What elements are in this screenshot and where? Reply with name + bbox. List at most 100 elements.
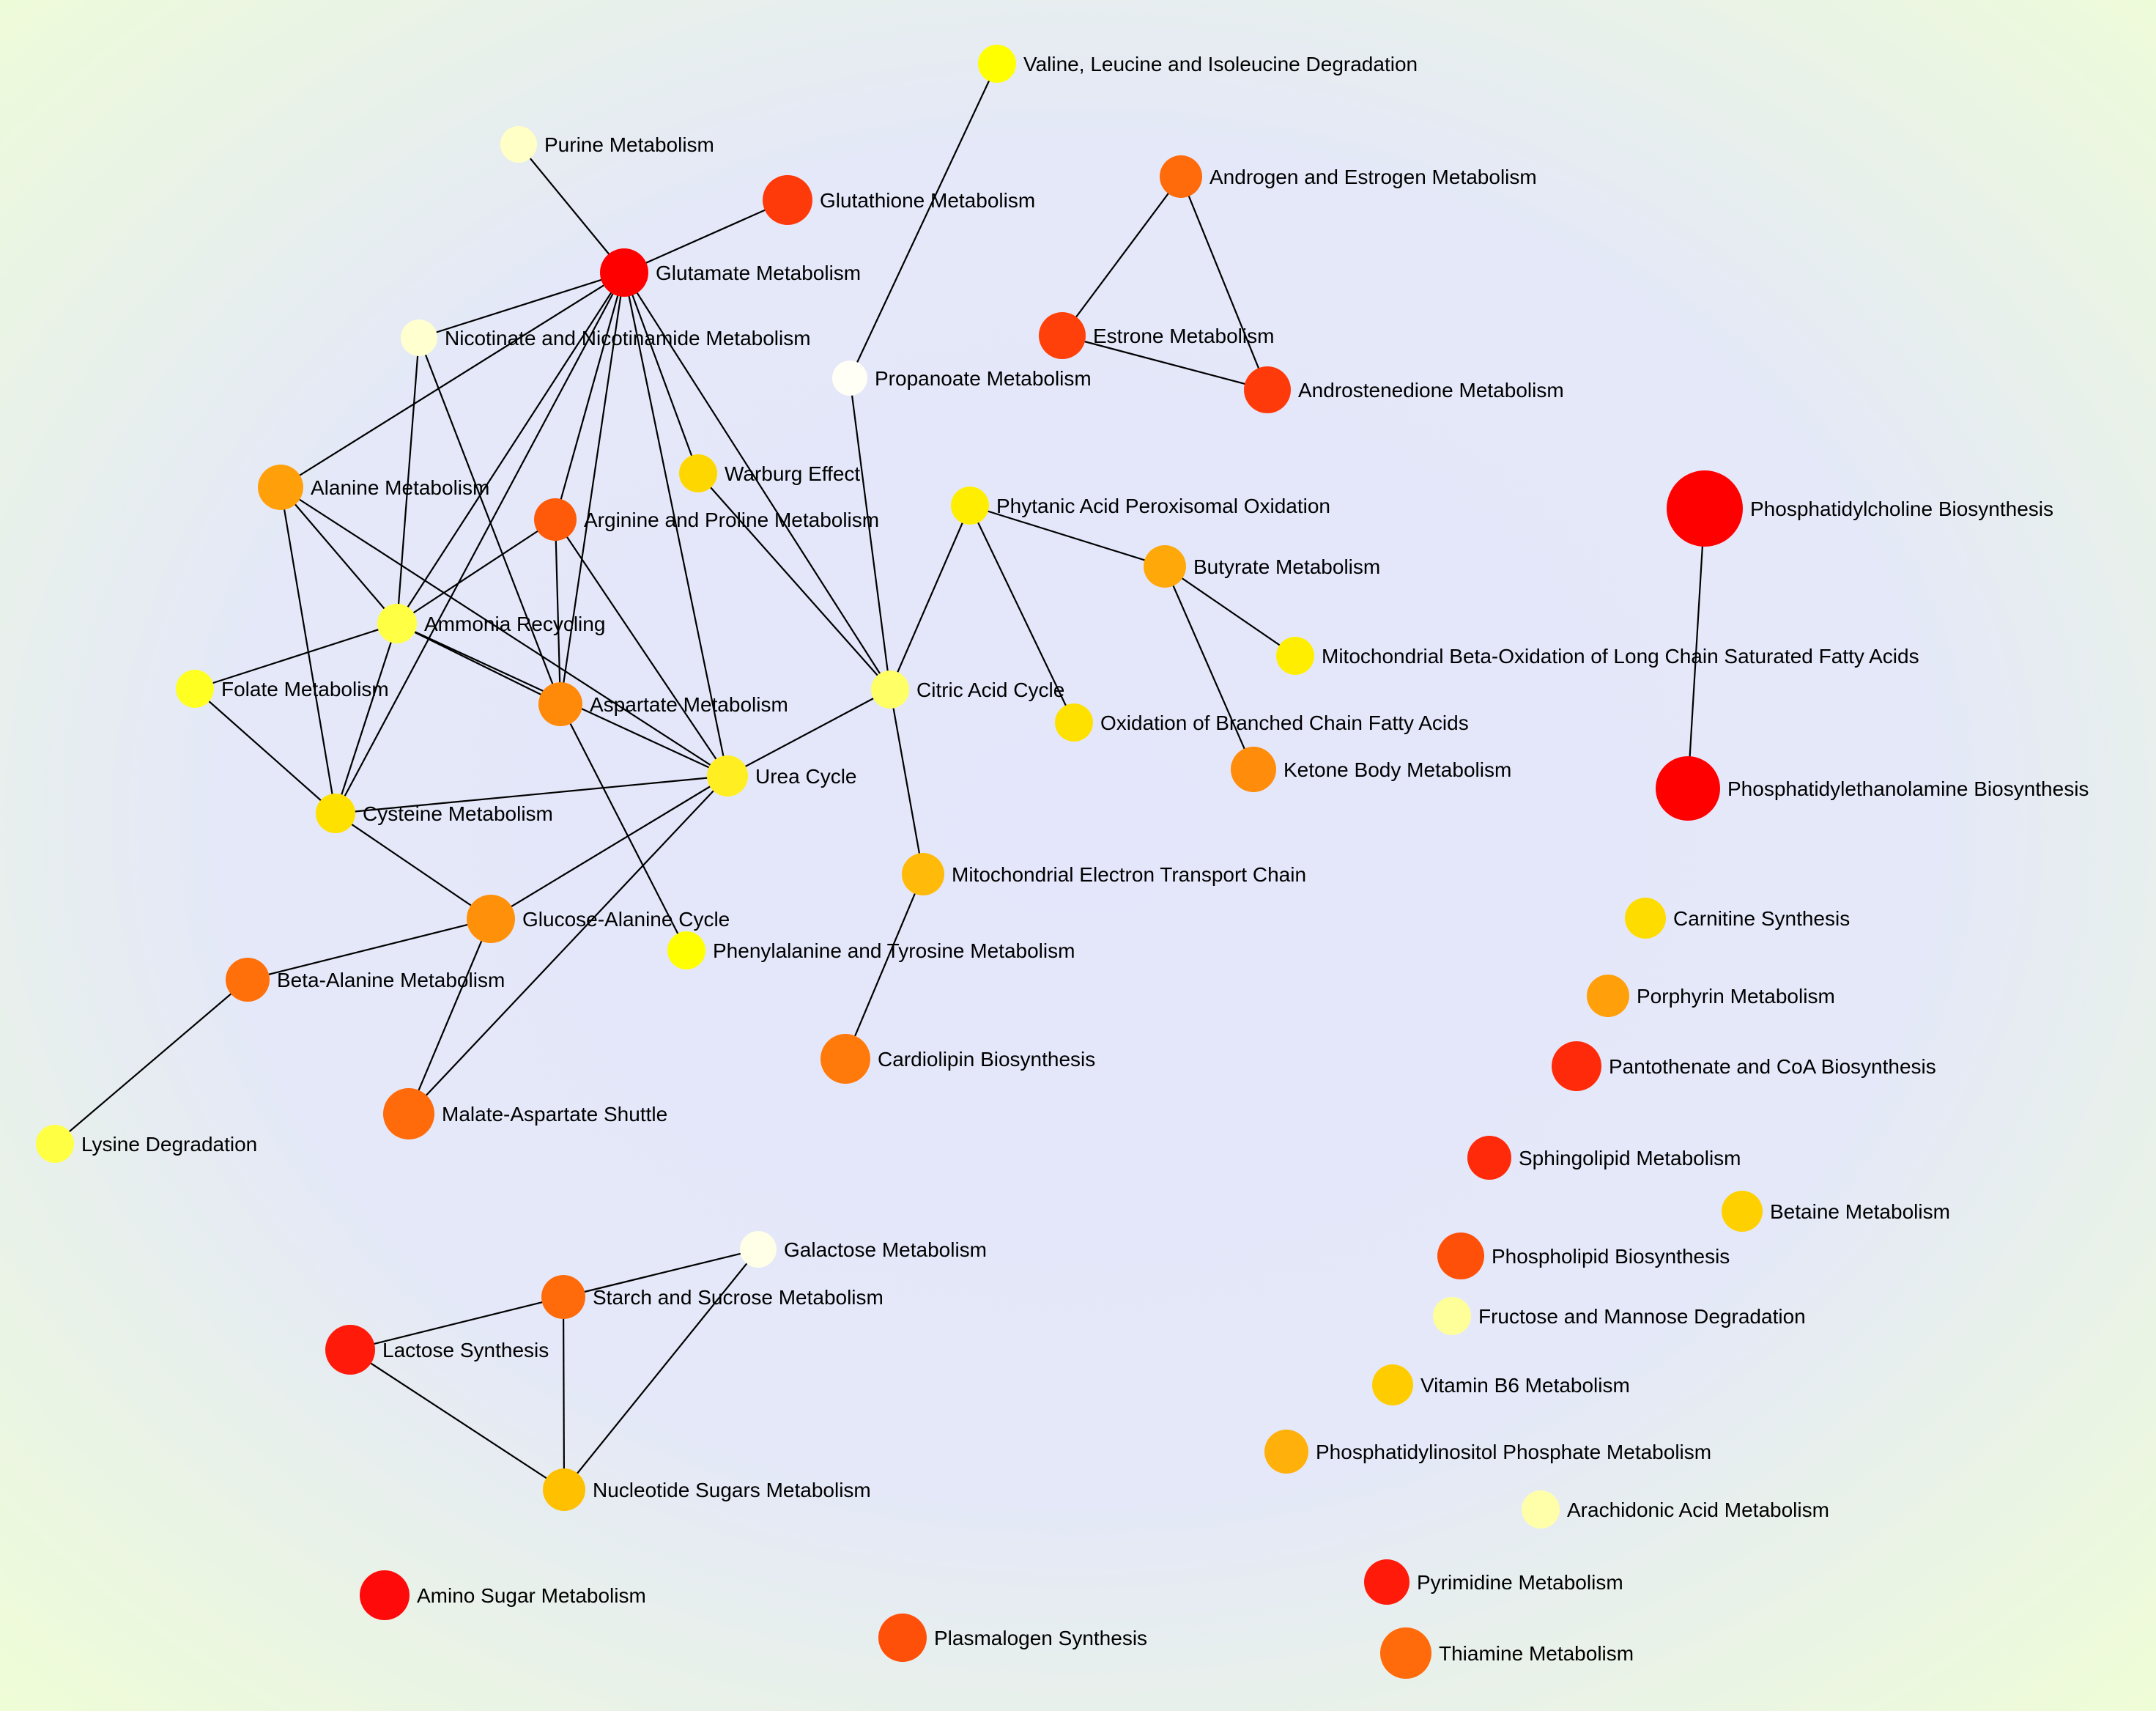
node-phosphatidylethanolamine[interactable]: Phosphatidylethanolamine Biosynthesis <box>1656 756 2089 821</box>
node-purine[interactable]: Purine Metabolism <box>500 126 714 163</box>
node-warburg[interactable]: Warburg Effect <box>679 454 860 492</box>
node-circle-androstenedione[interactable] <box>1244 366 1291 413</box>
node-circle-phosphatidylethanolamine[interactable] <box>1656 756 1720 821</box>
node-circle-nucleotide[interactable] <box>543 1468 585 1511</box>
node-phenylalanine[interactable]: Phenylalanine and Tyrosine Metabolism <box>667 931 1075 969</box>
node-lysine[interactable]: Lysine Degradation <box>36 1125 257 1163</box>
node-circle-arachidonic[interactable] <box>1522 1490 1560 1529</box>
node-citric[interactable]: Citric Acid Cycle <box>871 670 1064 709</box>
node-circle-ammonia[interactable] <box>377 604 417 643</box>
node-circle-mitobeta[interactable] <box>1276 637 1314 675</box>
node-urea[interactable]: Urea Cycle <box>707 755 856 797</box>
node-mitobeta[interactable]: Mitochondrial Beta-Oxidation of Long Cha… <box>1276 637 1919 675</box>
node-circle-butyrate[interactable] <box>1144 545 1186 588</box>
node-circle-arginine[interactable] <box>534 498 577 541</box>
node-glucosealanine[interactable]: Glucose-Alanine Cycle <box>467 895 730 943</box>
node-propanoate[interactable]: Propanoate Metabolism <box>832 361 1092 396</box>
node-circle-folate[interactable] <box>176 670 214 708</box>
node-cardiolipin[interactable]: Cardiolipin Biosynthesis <box>820 1034 1095 1084</box>
node-ketone[interactable]: Ketone Body Metabolism <box>1231 747 1511 792</box>
node-fructose[interactable]: Fructose and Mannose Degradation <box>1433 1297 1806 1335</box>
node-circle-aminosugar[interactable] <box>360 1570 410 1620</box>
node-circle-lactose[interactable] <box>325 1325 375 1375</box>
node-ammonia[interactable]: Ammonia Recycling <box>377 604 605 643</box>
node-aminosugar[interactable]: Amino Sugar Metabolism <box>360 1570 646 1620</box>
node-phosphatidylcholine[interactable]: Phosphatidylcholine Biosynthesis <box>1667 470 2053 547</box>
node-pantothenate[interactable]: Pantothenate and CoA Biosynthesis <box>1552 1041 1936 1091</box>
node-plasmalogen[interactable]: Plasmalogen Synthesis <box>878 1614 1147 1662</box>
node-circle-glucosealanine[interactable] <box>467 895 515 943</box>
node-circle-galactose[interactable] <box>740 1231 777 1268</box>
node-phospholipid[interactable]: Phospholipid Biosynthesis <box>1437 1233 1730 1279</box>
node-starch[interactable]: Starch and Sucrose Metabolism <box>541 1275 883 1319</box>
node-androgen[interactable]: Androgen and Estrogen Metabolism <box>1160 155 1537 198</box>
node-circle-pantothenate[interactable] <box>1552 1041 1601 1091</box>
node-porphyrin[interactable]: Porphyrin Metabolism <box>1587 975 1835 1017</box>
node-circle-sphingolipid[interactable] <box>1467 1136 1511 1180</box>
node-glutathione[interactable]: Glutathione Metabolism <box>763 175 1035 225</box>
node-circle-warburg[interactable] <box>679 454 717 492</box>
node-valine[interactable]: Valine, Leucine and Isoleucine Degradati… <box>978 45 1418 83</box>
node-circle-porphyrin[interactable] <box>1587 975 1629 1017</box>
node-circle-purine[interactable] <box>500 126 537 163</box>
node-circle-malate[interactable] <box>383 1088 434 1139</box>
node-circle-betaine[interactable] <box>1722 1191 1763 1232</box>
node-phytanic[interactable]: Phytanic Acid Peroxisomal Oxidation <box>951 487 1330 525</box>
node-phosphatidylinositol[interactable]: Phosphatidylinositol Phosphate Metabolis… <box>1264 1430 1711 1474</box>
node-circle-mitoetc[interactable] <box>902 853 944 895</box>
node-arachidonic[interactable]: Arachidonic Acid Metabolism <box>1522 1490 1829 1529</box>
node-lactose[interactable]: Lactose Synthesis <box>325 1325 549 1375</box>
node-circle-phenylalanine[interactable] <box>667 931 705 969</box>
node-malate[interactable]: Malate-Aspartate Shuttle <box>383 1088 667 1139</box>
node-cysteine[interactable]: Cysteine Metabolism <box>316 794 553 833</box>
node-betaalanine[interactable]: Beta-Alanine Metabolism <box>226 958 505 1002</box>
node-butyrate[interactable]: Butyrate Metabolism <box>1144 545 1380 588</box>
node-circle-valine[interactable] <box>978 45 1016 83</box>
node-carnitine[interactable]: Carnitine Synthesis <box>1625 898 1850 939</box>
node-circle-ketone[interactable] <box>1231 747 1276 792</box>
node-circle-lysine[interactable] <box>36 1125 74 1163</box>
node-circle-androgen[interactable] <box>1160 155 1202 198</box>
node-circle-glutathione[interactable] <box>763 175 812 225</box>
node-nicotinate[interactable]: Nicotinate and Nicotinamide Metabolism <box>401 319 811 356</box>
node-mitoetc[interactable]: Mitochondrial Electron Transport Chain <box>902 853 1306 895</box>
node-estrone[interactable]: Estrone Metabolism <box>1039 312 1274 359</box>
node-aspartate[interactable]: Aspartate Metabolism <box>538 682 788 726</box>
node-circle-phospholipid[interactable] <box>1437 1233 1484 1279</box>
node-circle-cardiolipin[interactable] <box>820 1034 870 1084</box>
node-galactose[interactable]: Galactose Metabolism <box>740 1231 987 1268</box>
node-circle-alanine[interactable] <box>258 465 303 510</box>
node-circle-citric[interactable] <box>871 670 909 709</box>
node-circle-betaalanine[interactable] <box>226 958 270 1002</box>
node-alanine[interactable]: Alanine Metabolism <box>258 465 489 510</box>
node-circle-phosphatidylcholine[interactable] <box>1667 470 1743 547</box>
node-circle-vitaminb6[interactable] <box>1372 1364 1413 1405</box>
node-circle-fructose[interactable] <box>1433 1297 1471 1335</box>
node-circle-propanoate[interactable] <box>832 361 867 396</box>
node-thiamine[interactable]: Thiamine Metabolism <box>1380 1627 1634 1679</box>
node-circle-phosphatidylinositol[interactable] <box>1264 1430 1308 1474</box>
node-circle-thiamine[interactable] <box>1380 1627 1431 1679</box>
node-circle-estrone[interactable] <box>1039 312 1086 359</box>
node-circle-glutamate[interactable] <box>600 248 648 297</box>
node-arginine[interactable]: Arginine and Proline Metabolism <box>534 498 879 541</box>
node-betaine[interactable]: Betaine Metabolism <box>1722 1191 1950 1232</box>
node-circle-phytanic[interactable] <box>951 487 989 525</box>
node-circle-aspartate[interactable] <box>538 682 582 726</box>
node-circle-pyrimidine[interactable] <box>1364 1559 1409 1605</box>
node-circle-cysteine[interactable] <box>316 794 355 833</box>
node-circle-carnitine[interactable] <box>1625 898 1666 939</box>
node-vitaminb6[interactable]: Vitamin B6 Metabolism <box>1372 1364 1630 1405</box>
node-circle-starch[interactable] <box>541 1275 585 1319</box>
node-folate[interactable]: Folate Metabolism <box>176 670 389 708</box>
node-pyrimidine[interactable]: Pyrimidine Metabolism <box>1364 1559 1623 1605</box>
node-circle-urea[interactable] <box>707 755 748 797</box>
node-androstenedione[interactable]: Androstenedione Metabolism <box>1244 366 1564 413</box>
node-nucleotide[interactable]: Nucleotide Sugars Metabolism <box>543 1468 871 1511</box>
node-branched[interactable]: Oxidation of Branched Chain Fatty Acids <box>1055 703 1469 742</box>
node-circle-nicotinate[interactable] <box>401 319 437 356</box>
node-circle-plasmalogen[interactable] <box>878 1614 927 1662</box>
node-circle-branched[interactable] <box>1055 703 1093 742</box>
node-glutamate[interactable]: Glutamate Metabolism <box>600 248 861 297</box>
node-sphingolipid[interactable]: Sphingolipid Metabolism <box>1467 1136 1741 1180</box>
